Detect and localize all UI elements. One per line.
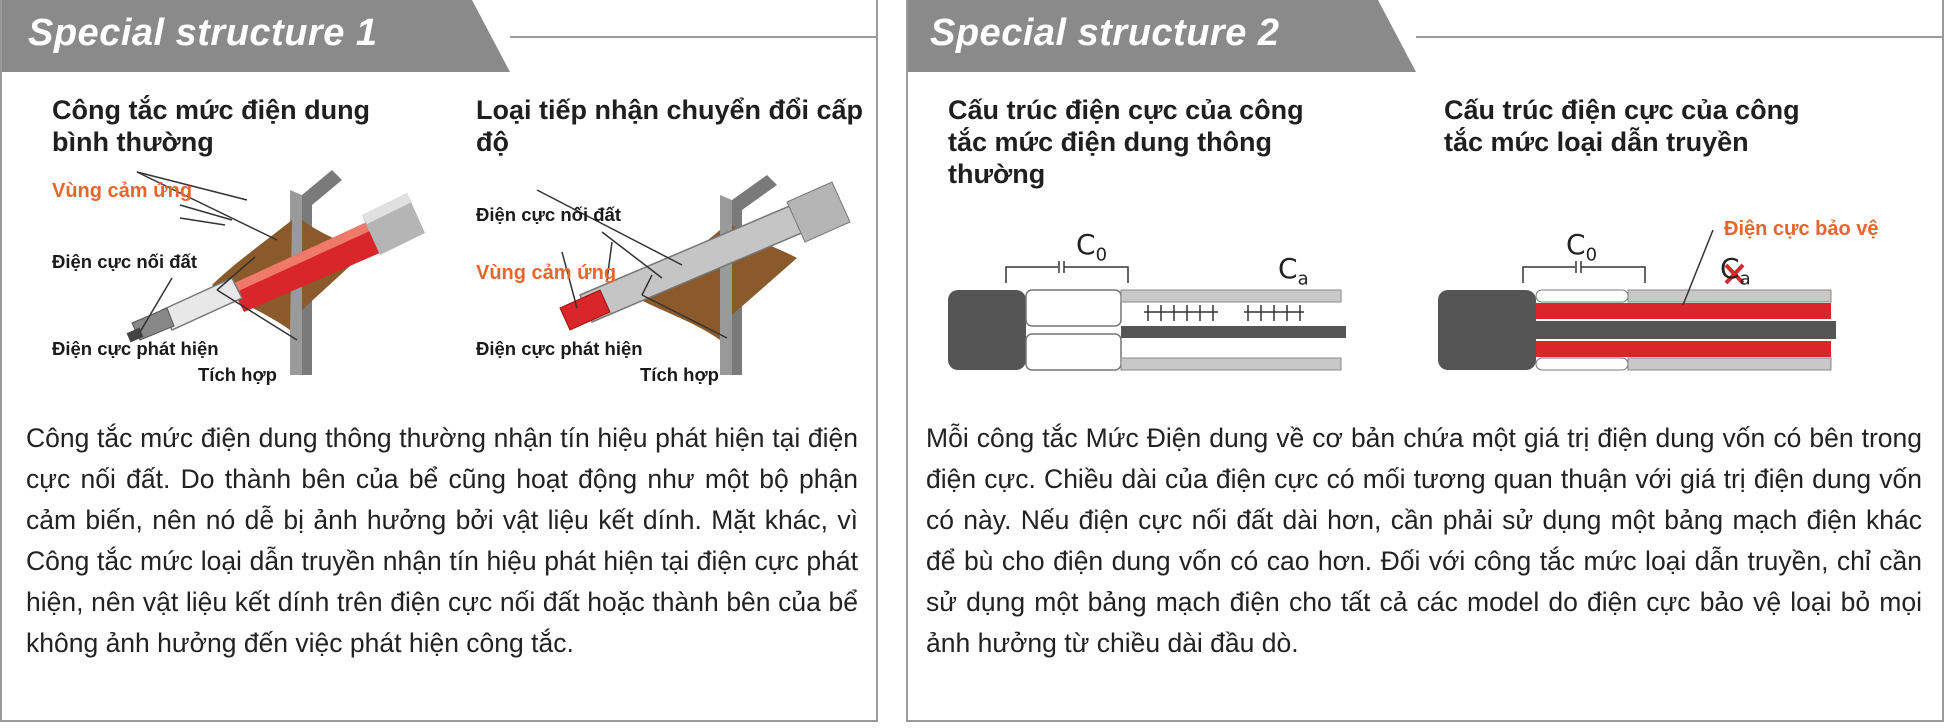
panel1-top-border (510, 36, 876, 38)
panel2-top-border (1416, 36, 1942, 38)
guard-electrode-label: Điện cực bảo vệ (1724, 218, 1879, 241)
panel1-left-heading: Công tắc mức điện dung bình thường (52, 95, 371, 157)
left-ca-label: Ca (1278, 252, 1309, 290)
special-structure-1-panel: Special structure 1 Công tắc mức điện du… (0, 0, 878, 722)
right-c0-label: C0 (1566, 228, 1598, 266)
normal-electrode-structure-figure (948, 261, 1346, 371)
left-sensing-zone-label: Vùng cảm ứng (52, 180, 193, 202)
right-ca-label: Ca (1720, 252, 1751, 290)
special-structure-2-panel: Special structure 2 Cấu trúc điện cực củ… (906, 0, 1944, 722)
guard-electrode-upper (1536, 303, 1831, 319)
tab-shape (908, 0, 1416, 72)
left-detection-electrode-label: Điện cực phát hiện (52, 338, 219, 359)
panel2-left-heading: Cấu trúc điện cực của công tắc mức điện … (948, 95, 1304, 189)
left-ground-electrode-label: Điện cực nối đất (52, 251, 197, 272)
panel1-right-heading: Loại tiếp nhận chuyển đổi cấp độ (476, 95, 864, 157)
panel1-description: Công tắc mức điện dung thông thường nhận… (26, 423, 858, 658)
cross-mark (1724, 263, 1745, 285)
housing (1438, 290, 1536, 370)
detection-electrode-tip (559, 289, 611, 331)
normal-switch-figure (126, 170, 425, 375)
guard-electrode-lower (1536, 341, 1831, 357)
left-c0-label: C0 (1076, 228, 1108, 266)
right-detection-electrode-label: Điện cực phát hiện (476, 338, 643, 359)
left-integrated-label: Tích hợp (198, 364, 277, 385)
panel1-title: Special structure 1 (28, 12, 378, 54)
panel2-description: Mỗi công tắc Mức Điện dung về cơ bản chứ… (926, 423, 1922, 658)
panel2-title: Special structure 2 (930, 12, 1280, 54)
field-arrows (1144, 305, 1304, 321)
tab-shape (2, 0, 510, 72)
transfer-electrode-structure-figure (1438, 229, 1836, 371)
right-sensing-zone-label: Vùng cảm ứng (476, 262, 617, 284)
transfer-type-figure (536, 175, 851, 375)
housing (948, 290, 1026, 370)
right-integrated-label: Tích hợp (640, 364, 719, 385)
right-ground-electrode-label: Điện cực nối đất (476, 204, 621, 225)
ground-electrode-body (230, 222, 382, 312)
panel2-right-heading: Cấu trúc điện cực của công tắc mức loại … (1444, 95, 1800, 157)
